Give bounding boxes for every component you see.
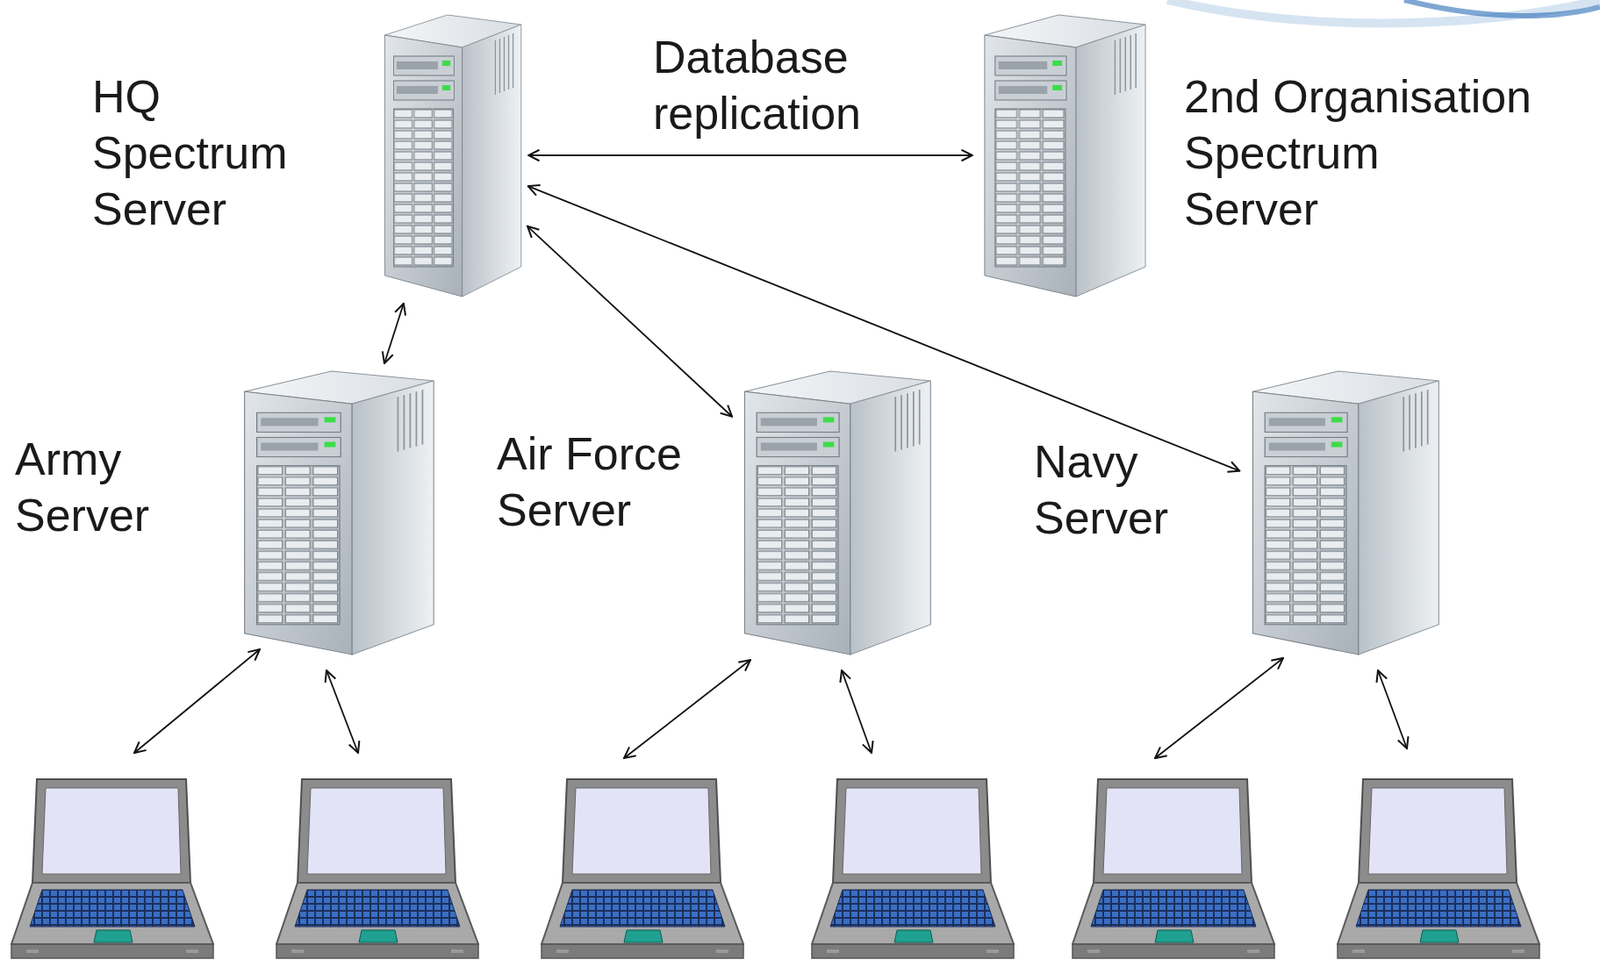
text-line: Server bbox=[92, 180, 288, 237]
text-line: Server bbox=[1183, 180, 1532, 237]
server-area bbox=[234, 366, 439, 659]
server-node: 2nd Organisation Spectrum Server bbox=[972, 7, 1536, 304]
text-line: Server bbox=[14, 487, 150, 544]
server-label: HQ Spectrum Server bbox=[92, 68, 288, 237]
text-line: HQ bbox=[92, 68, 288, 125]
laptop-icon bbox=[1337, 779, 1540, 959]
text-line: replication bbox=[652, 85, 861, 142]
text-line: Server bbox=[496, 481, 682, 539]
text-line: Air Force bbox=[496, 425, 682, 482]
server-area bbox=[734, 366, 936, 659]
text-line: Army bbox=[14, 430, 150, 488]
server-label: Army Server bbox=[14, 430, 150, 544]
server-icon bbox=[1252, 371, 1439, 655]
server-icon bbox=[384, 14, 521, 297]
swoosh bbox=[1404, 0, 1600, 16]
server-icon bbox=[984, 14, 1146, 297]
server-node: Army Server bbox=[11, 363, 443, 662]
text-line: Database bbox=[652, 28, 861, 86]
laptop-icon bbox=[541, 779, 744, 959]
server-label: 2nd Organisation Spectrum Server bbox=[1183, 68, 1532, 237]
edge-label: Database replication bbox=[652, 28, 861, 142]
text-line: Spectrum bbox=[1183, 124, 1532, 181]
connector bbox=[528, 154, 973, 157]
server-area bbox=[1242, 366, 1444, 659]
server-node: Air Force Server bbox=[493, 363, 940, 662]
server-area bbox=[975, 10, 1150, 301]
swoosh bbox=[1167, 0, 1600, 23]
text-line: Navy bbox=[1033, 433, 1169, 490]
text-line: Server bbox=[1033, 489, 1169, 546]
laptop-icon bbox=[811, 779, 1014, 959]
server-icon bbox=[244, 371, 435, 655]
text-line: 2nd Organisation bbox=[1183, 68, 1532, 125]
laptop-links bbox=[134, 649, 1407, 759]
connector bbox=[528, 186, 1241, 472]
connector bbox=[384, 303, 404, 364]
text-line: Spectrum bbox=[92, 124, 288, 181]
laptop-icon bbox=[11, 779, 214, 959]
server-icon bbox=[744, 371, 931, 655]
server-label: Navy Server bbox=[1033, 433, 1169, 546]
server-label: Air Force Server bbox=[496, 425, 682, 539]
server-area bbox=[377, 10, 525, 301]
laptop-icon bbox=[1072, 779, 1275, 959]
server-node: HQ Spectrum Server bbox=[88, 7, 529, 304]
laptop-icon bbox=[276, 779, 479, 959]
server-node: Navy Server bbox=[1030, 363, 1448, 662]
